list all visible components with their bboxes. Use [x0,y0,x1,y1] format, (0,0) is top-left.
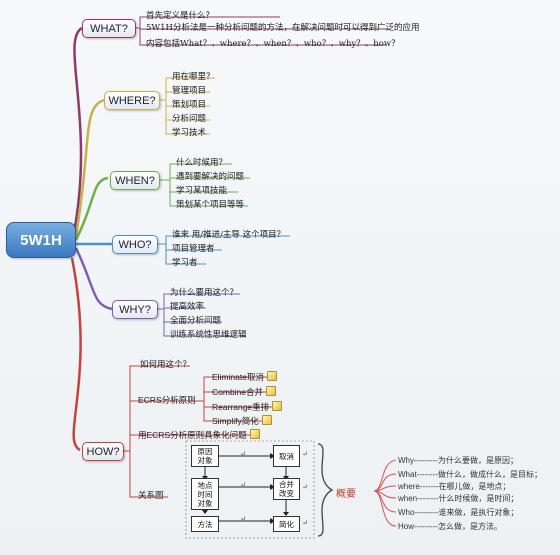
note-icon[interactable] [266,386,277,396]
why-item: 训练系统性思维逻辑 [170,330,247,340]
ecrs-label: ECRS分析原则 [138,395,196,405]
why-item: 提高效率 [170,302,205,312]
what-item: 首先定义是什么？ [146,11,215,21]
summary-line: when--------什么时候做，是时间； [398,494,519,503]
ecrs-item: Combine合并 [212,386,277,397]
who-node[interactable]: WHO? [112,235,158,254]
diagram-tick: ↵ [302,482,309,491]
when-item: 遇到要解决的问题 [176,172,245,182]
when-item: 策划某个项目等等 [176,200,245,210]
what-item: 内容包括What？、where？、when？、who？、why？、how？ [146,39,400,49]
diagram-tick: ↵ [302,518,309,527]
when-node[interactable]: WHEN? [110,171,160,190]
where-item: 分析问题 [172,114,207,124]
diagram-cell-place: 地点 时间 对象 [191,478,219,510]
note-icon[interactable] [266,371,277,381]
diagram-cell-combine: 合并 改变 [273,478,300,500]
how-ask: 如何用这个？ [140,360,192,370]
where-item: 用在哪里？ [172,72,215,82]
summary-line: How---------怎么做，是方法。 [398,522,502,531]
how-node[interactable]: HOW? [82,442,124,461]
diagram-cell-simplify: 简化 [273,516,300,532]
diagram-tick: ↵ [240,449,247,458]
note-icon[interactable] [272,401,283,411]
when-item: 什么时候用？ [176,158,228,168]
why-item: 为什么要用这个？ [170,288,239,298]
summary-line: where-------在哪儿做，是地点； [398,482,511,491]
diagram-tick: ↵ [302,449,309,458]
diagram-tick: ↵ [240,514,247,523]
what-node[interactable]: WHAT? [82,19,136,38]
diagram-cell-eliminate: 取消 [273,445,300,467]
what-item: 5W1H分析法是一种分析问题的方法，在解决问题时可以得到广泛的应用 [146,23,420,33]
diagram-cell-method: 方法 [191,516,219,532]
ecrs-item: Rearrange重排 [212,401,283,412]
diagram-cell-reason: 原因 对象 [191,445,219,467]
root-node[interactable]: 5W1H [6,222,76,258]
why-node[interactable]: WHY? [112,300,158,319]
summary-line: Why---------为什么要做，是原因； [398,456,518,465]
summary-line: What--------做什么，做成什么，是目标； [398,470,542,479]
who-item: 学习者 [172,258,198,268]
why-item: 全面分析问题 [170,316,222,326]
where-item: 学习技术 [172,128,207,138]
ecrs-item: Eliminate取消 [212,371,277,382]
who-item: 项目管理者 [172,244,215,254]
summary-label: 概要 [336,489,356,500]
note-icon[interactable] [249,429,260,439]
ecrs-item: Simplify简化 [212,415,272,426]
relation-label: 关系图 [138,491,164,501]
where-node[interactable]: WHERE? [104,91,160,110]
where-item: 管理项目 [172,86,207,96]
when-item: 学习某项技能 [176,186,228,196]
concrete-item: 用ECRS分析原则具象化问题 [138,429,260,440]
summary-line: Who---------谁来做，是执行对象； [398,508,519,517]
diagram-tick: ↵ [240,480,247,489]
who-item: 谁来 用/推进/主导 这个项目？ [172,230,286,240]
where-item: 策划项目 [172,100,207,110]
note-icon[interactable] [261,415,272,425]
